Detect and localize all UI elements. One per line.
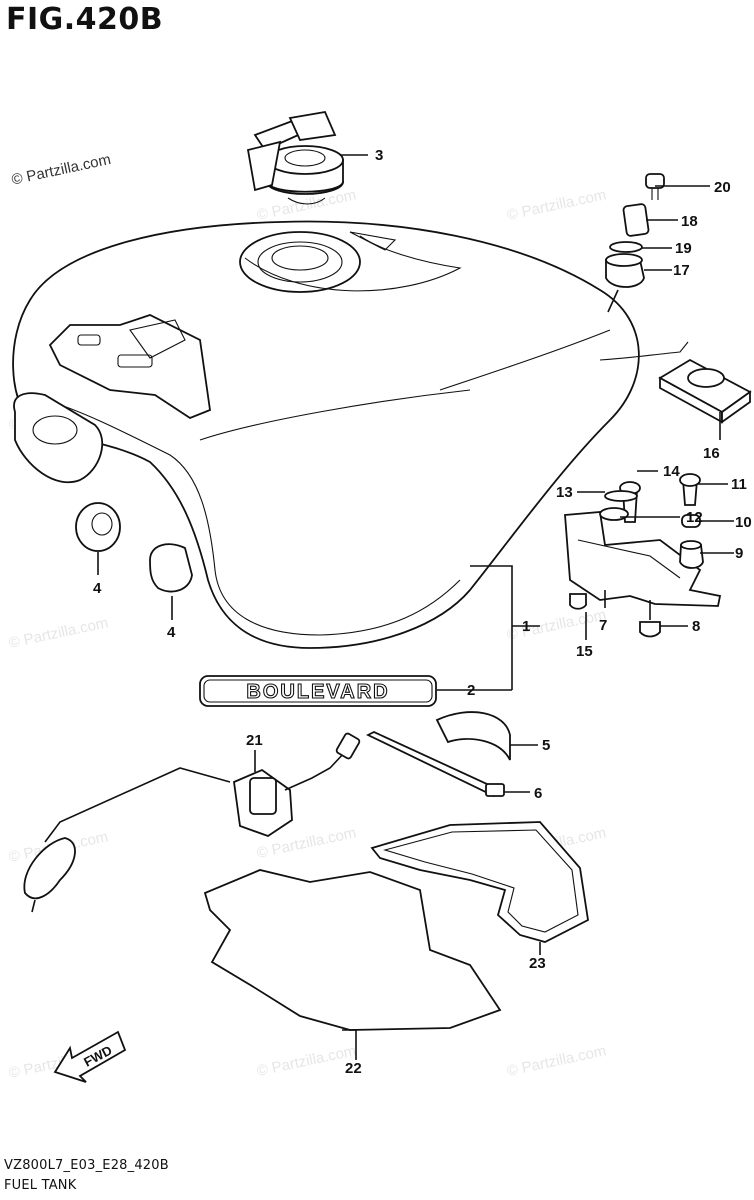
callout-8: 8 [692,618,700,635]
callout-7: 7 [599,617,607,634]
callout-6: 6 [534,785,542,802]
callout-21: 21 [246,732,263,749]
callout-11: 11 [731,476,747,493]
damper-strap-drawings [365,711,511,798]
callout-19: 19 [675,240,692,257]
callout-13: 13 [556,484,573,501]
callout-4: 4 [93,580,102,597]
figure-title: FIG.420B [6,2,164,37]
fuel-gauge-drawing [23,732,361,913]
forward-arrow: FWD [53,1030,127,1083]
callout-4-second: 4 [167,624,176,641]
callout-20: 20 [714,179,731,196]
fuel-cap-drawing [246,110,344,205]
callout-18: 18 [681,213,698,230]
watermark: © Partzilla.com [255,1042,357,1080]
callout-9: 9 [735,545,743,562]
callout-16: 16 [703,445,720,462]
watermark: © Partzilla.com [505,1042,607,1080]
emblem-text: BOULEVARD [246,681,389,703]
callout-5: 5 [542,737,550,754]
cushion-drawings [75,502,193,593]
rubber-mount-drawing [658,358,752,424]
watermark: © Partzilla.com [505,186,607,224]
pad-drawing [203,869,502,1031]
callout-numbers: 1 2 3 4 4 5 6 7 8 9 10 11 12 13 14 15 16… [93,147,752,1077]
fuel-tank-drawing [12,220,689,649]
callout-22: 22 [345,1060,362,1077]
callout-2: 2 [467,682,475,699]
callout-1: 1 [522,618,530,635]
callout-10: 10 [735,514,752,531]
upper-fastener-drawings [605,173,665,313]
leader-lines [97,154,734,1060]
footer-diagram-name: FUEL TANK [4,1178,77,1193]
callout-3: 3 [375,147,383,164]
bracket-assembly-drawing [564,473,722,638]
seal-drawing [370,821,589,943]
boulevard-emblem: BOULEVARD [199,675,437,707]
callout-15: 15 [576,643,593,660]
watermark: © Partzilla.com [7,614,109,652]
footer-diagram-code: VZ800L7_E03_E28_420B [4,1158,169,1173]
callout-17: 17 [673,262,690,279]
callout-12: 12 [686,509,703,526]
callout-23: 23 [529,955,546,972]
callout-14: 14 [663,463,680,480]
watermark: © Partzilla.com [505,606,607,644]
